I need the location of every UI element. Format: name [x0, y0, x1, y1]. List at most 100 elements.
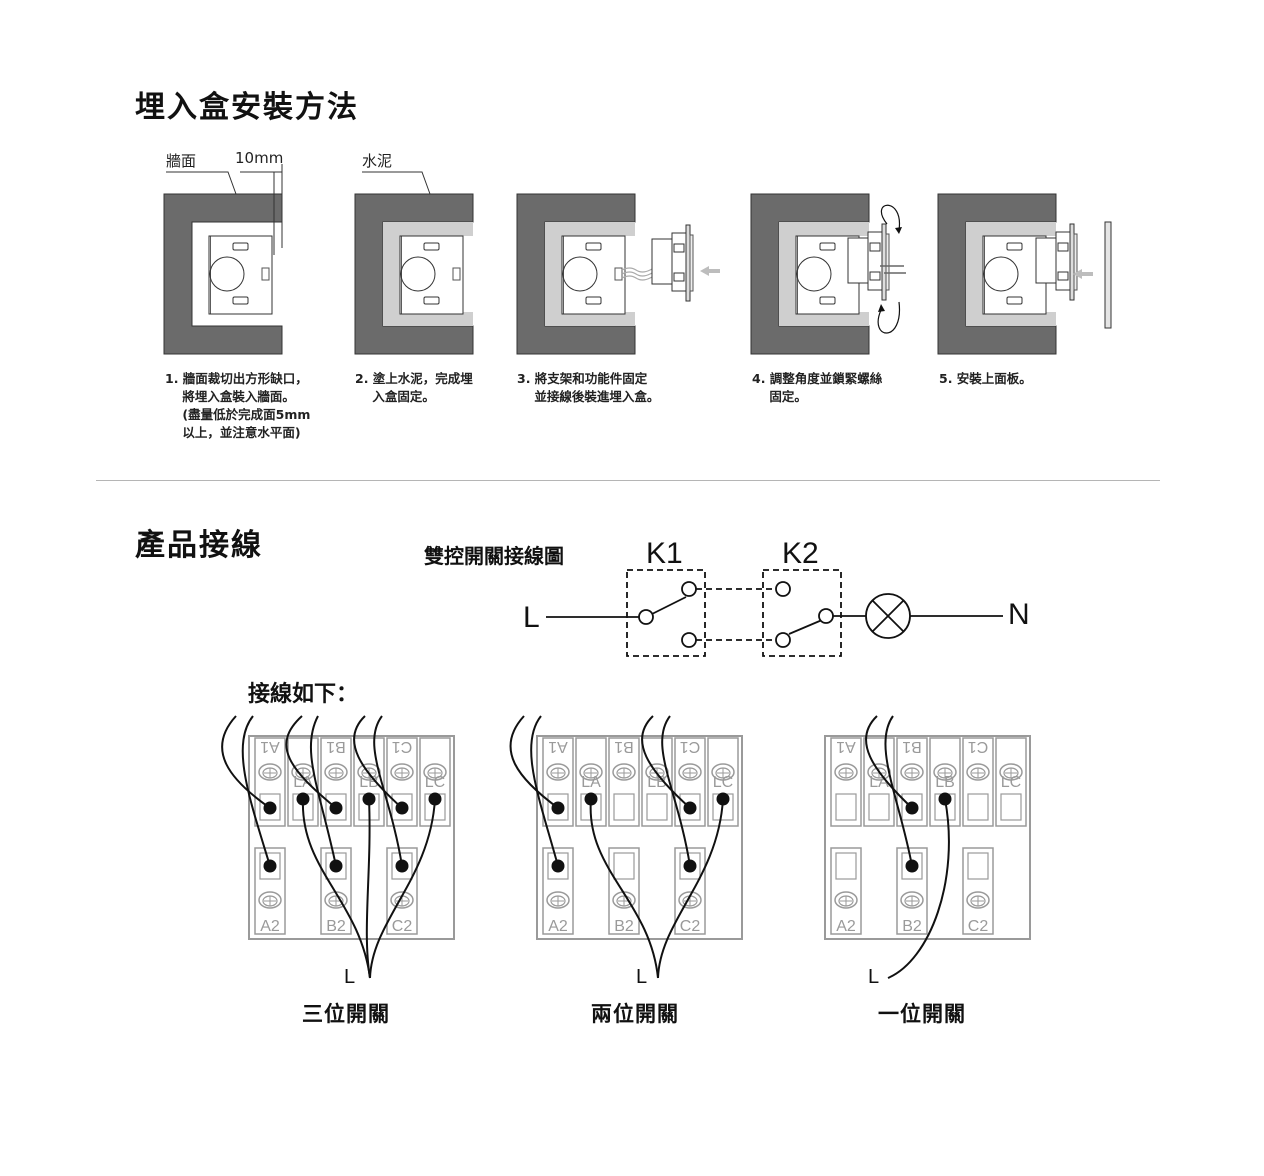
cement-label: 水泥 [362, 152, 393, 170]
terminal-column: LB [641, 737, 673, 827]
wire-hole [613, 852, 635, 880]
terminal-column-bottom: B2 [608, 847, 640, 935]
step-1-diagram [163, 164, 283, 355]
box-clip [452, 267, 461, 281]
step-5-text: 5. 安裝上面板。 [939, 371, 1032, 386]
terminal [673, 243, 685, 253]
terminal-label-B2: B2 [902, 918, 922, 935]
terminal-label-C2: C2 [392, 918, 413, 935]
screw-slot [1006, 296, 1023, 305]
step-2-diagram [354, 171, 474, 355]
caption-three-gang: 三位開關 [302, 1002, 390, 1026]
switch-k2-box [762, 569, 842, 657]
knockout-circle [209, 256, 245, 292]
terminal-label-LA: LA [581, 774, 601, 791]
step-3-text: 3. 將支架和功能件固定 並接線後裝進埋入盒。 [517, 371, 660, 404]
terminal [673, 272, 685, 282]
terminal-label-LC: LC [713, 774, 733, 791]
screw-slot [232, 242, 249, 251]
terminal-label-B2: B2 [326, 918, 346, 935]
terminal-label-A1: A1 [836, 738, 856, 755]
k1-common-terminal [638, 609, 654, 625]
terminal-label-A2: A2 [260, 918, 280, 935]
terminal-column: LC [707, 737, 739, 827]
knockout-circle [796, 256, 832, 292]
cement-leader-line [362, 171, 431, 195]
terminal-column: A1 [830, 737, 862, 827]
live-wire [301, 798, 371, 979]
terminal-column: LB [929, 737, 961, 827]
k2-terminal-1 [775, 581, 791, 597]
wall-leader-line [166, 171, 237, 195]
terminal-label-A1: A1 [260, 738, 280, 755]
terminal-column: C1 [962, 737, 994, 827]
terminal-column: LC [995, 737, 1027, 827]
terminal-column-bottom: C2 [386, 847, 418, 935]
terminal-label-B1: B1 [326, 738, 346, 755]
module-face [885, 233, 890, 291]
wire-hole [868, 793, 890, 821]
terminal-column-bottom: C2 [962, 847, 994, 935]
module-face [1073, 233, 1078, 291]
screw-slot [232, 296, 249, 305]
cement-fill [779, 222, 869, 326]
terminal-label-C2: C2 [968, 918, 989, 935]
install-title: 埋入盒安裝方法 [135, 90, 359, 125]
wire [309, 715, 337, 867]
rotate-arrow-icon [880, 204, 901, 231]
terminal-label-LC: LC [425, 774, 445, 791]
screw-slot [819, 242, 836, 251]
rotate-arrow-icon [877, 301, 901, 334]
wire-hole [646, 793, 668, 821]
insert-arrow-icon [1073, 269, 1093, 279]
terminal [1057, 242, 1069, 252]
terminal-label-A2: A2 [548, 918, 568, 935]
terminal-column: LC [419, 737, 451, 827]
caption-one-gang: 一位開關 [878, 1002, 966, 1026]
screw-slot [423, 296, 440, 305]
terminal-label-B1: B1 [614, 738, 634, 755]
switch-k2-label: K2 [782, 537, 819, 570]
step-2-text: 2. 塗上水泥，完成埋 入盒固定。 [355, 371, 473, 404]
switch-k1-label: K1 [646, 537, 683, 570]
wire [353, 715, 403, 809]
schematic-title: 雙控開關接線圖 [424, 544, 564, 568]
k1-contact-lever [651, 596, 687, 615]
k2-contact-lever [788, 619, 823, 635]
module-face [689, 234, 694, 292]
wire [884, 715, 913, 867]
terminal-column: B1 [608, 737, 640, 827]
wire [373, 715, 403, 867]
terminal-column-bottom: A2 [830, 847, 862, 935]
box-clip [261, 267, 270, 281]
switch-k1-box [626, 569, 706, 657]
thickness-label: 10mm [235, 149, 284, 167]
screw-slot [585, 242, 602, 251]
wire [865, 715, 913, 809]
screw-slot [819, 296, 836, 305]
live-label-panel-2: L [636, 966, 647, 988]
wall-label: 牆面 [166, 152, 197, 170]
installation-steps-diagram [163, 164, 1112, 355]
step-5-diagram [937, 193, 1112, 355]
terminal-label-B1: B1 [902, 738, 922, 755]
wire [221, 715, 271, 809]
wire-hole [835, 852, 857, 880]
step-4-diagram [750, 193, 906, 355]
wire-hole [967, 852, 989, 880]
live-label-panel-1: L [344, 966, 355, 988]
terminal-label-C1: C1 [968, 738, 989, 755]
terminal-label-LA: LA [869, 774, 889, 791]
wire [241, 715, 271, 867]
terminal-label-A2: A2 [836, 918, 856, 935]
terminal-label-C1: C1 [392, 738, 413, 755]
knockout-circle [983, 256, 1019, 292]
k2-terminal-2 [775, 632, 791, 648]
terminal-column: A1 [542, 737, 574, 827]
wire [285, 715, 337, 809]
live-label: L [523, 601, 540, 634]
terminal-label-LA: LA [293, 774, 313, 791]
step-1-text: 1. 牆面裁切出方形缺口， 將埋入盒裝入牆面。 (盡量低於完成面5mm 以上，並… [165, 371, 311, 440]
